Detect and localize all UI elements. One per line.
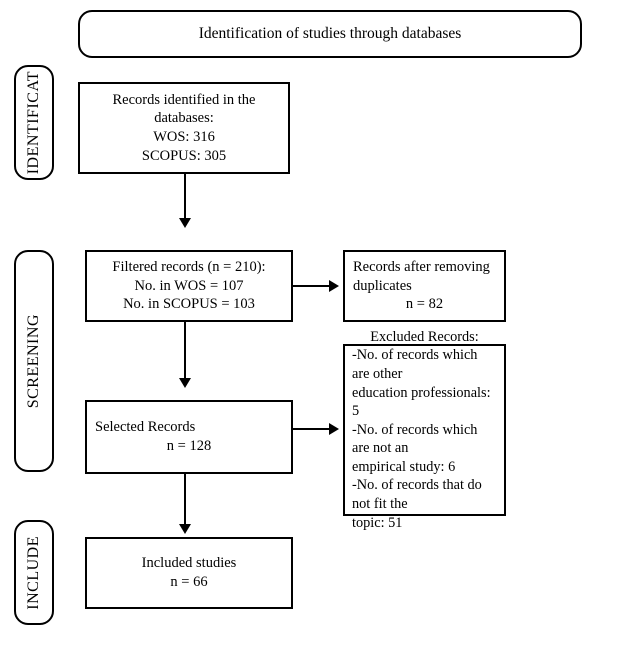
identification-banner: Identification of studies through databa… <box>78 10 582 58</box>
stage-label-included: INCLUDE <box>25 535 42 610</box>
arrowhead-filtered-to-duplicates <box>329 280 339 292</box>
stage-pill-included: INCLUDE <box>14 520 54 625</box>
records-identified-line-3: WOS: 316 <box>153 129 215 145</box>
stage-label-identification: IDENTIFICAT <box>25 70 42 175</box>
arrowhead-identified-to-filtered <box>179 218 191 228</box>
connector-selected-to-included <box>184 474 186 532</box>
records-identified-line-2: databases: <box>154 110 214 127</box>
connector-filtered-to-duplicates <box>293 285 333 287</box>
banner-title: Identification of studies through databa… <box>198 25 462 42</box>
filtered-records-line-1: Filtered records (n = 210): <box>112 259 266 276</box>
connector-identified-to-filtered <box>184 174 186 224</box>
arrowhead-selected-to-included <box>179 524 191 534</box>
box-included-studies: Included studies n = 66 <box>85 537 293 609</box>
filtered-records-line-3: No. in SCOPUS = 103 <box>123 296 255 313</box>
excluded-reason-3-line-2: topic: 51 <box>352 514 403 531</box>
stage-label-screening: SCREENING <box>25 313 42 409</box>
excluded-reason-1-line-2: education professionals: 5 <box>352 384 491 420</box>
filtered-records-line-2: No. in WOS = 107 <box>134 277 244 294</box>
excluded-reason-2-line-2: empirical study: 6 <box>352 458 456 475</box>
connector-filtered-to-selected <box>184 322 186 384</box>
excluded-reason-2-line-1: -No. of records which are not an <box>352 421 478 457</box>
duplicates-removed-line-1: Records after removing <box>353 259 490 276</box>
selected-records-label: Selected Records <box>95 419 196 436</box>
duplicates-removed-line-2: duplicates <box>353 277 412 294</box>
box-records-identified: Records identified in the databases: WOS… <box>78 82 290 174</box>
excluded-reason-1-line-1: -No. of records which are other <box>352 347 478 382</box>
duplicates-removed-count: n = 82 <box>405 296 444 313</box>
box-duplicates-removed: Records after removing duplicates n = 82 <box>343 250 506 322</box>
excluded-records-title: Excluded Records: <box>370 328 479 345</box>
connector-selected-to-excluded <box>293 428 333 430</box>
box-excluded-records: Excluded Records: -No. of records which … <box>343 329 506 531</box>
records-identified-line-1: Records identified in the <box>112 91 256 108</box>
included-studies-label: Included studies <box>141 555 237 572</box>
included-studies-count: n = 66 <box>170 574 208 590</box>
arrowhead-selected-to-excluded <box>329 423 339 435</box>
selected-records-count: n = 128 <box>166 438 212 454</box>
box-selected-records: Selected Records n = 128 <box>85 400 293 474</box>
box-filtered-records: Filtered records (n = 210): No. in WOS =… <box>85 250 293 322</box>
arrowhead-filtered-to-selected <box>179 378 191 388</box>
stage-pill-identification: IDENTIFICAT <box>14 65 54 180</box>
excluded-reason-3-line-1: -No. of records that do not fit the <box>352 477 482 513</box>
stage-pill-screening: SCREENING <box>14 250 54 472</box>
records-identified-line-4: SCOPUS: 305 <box>141 147 227 164</box>
